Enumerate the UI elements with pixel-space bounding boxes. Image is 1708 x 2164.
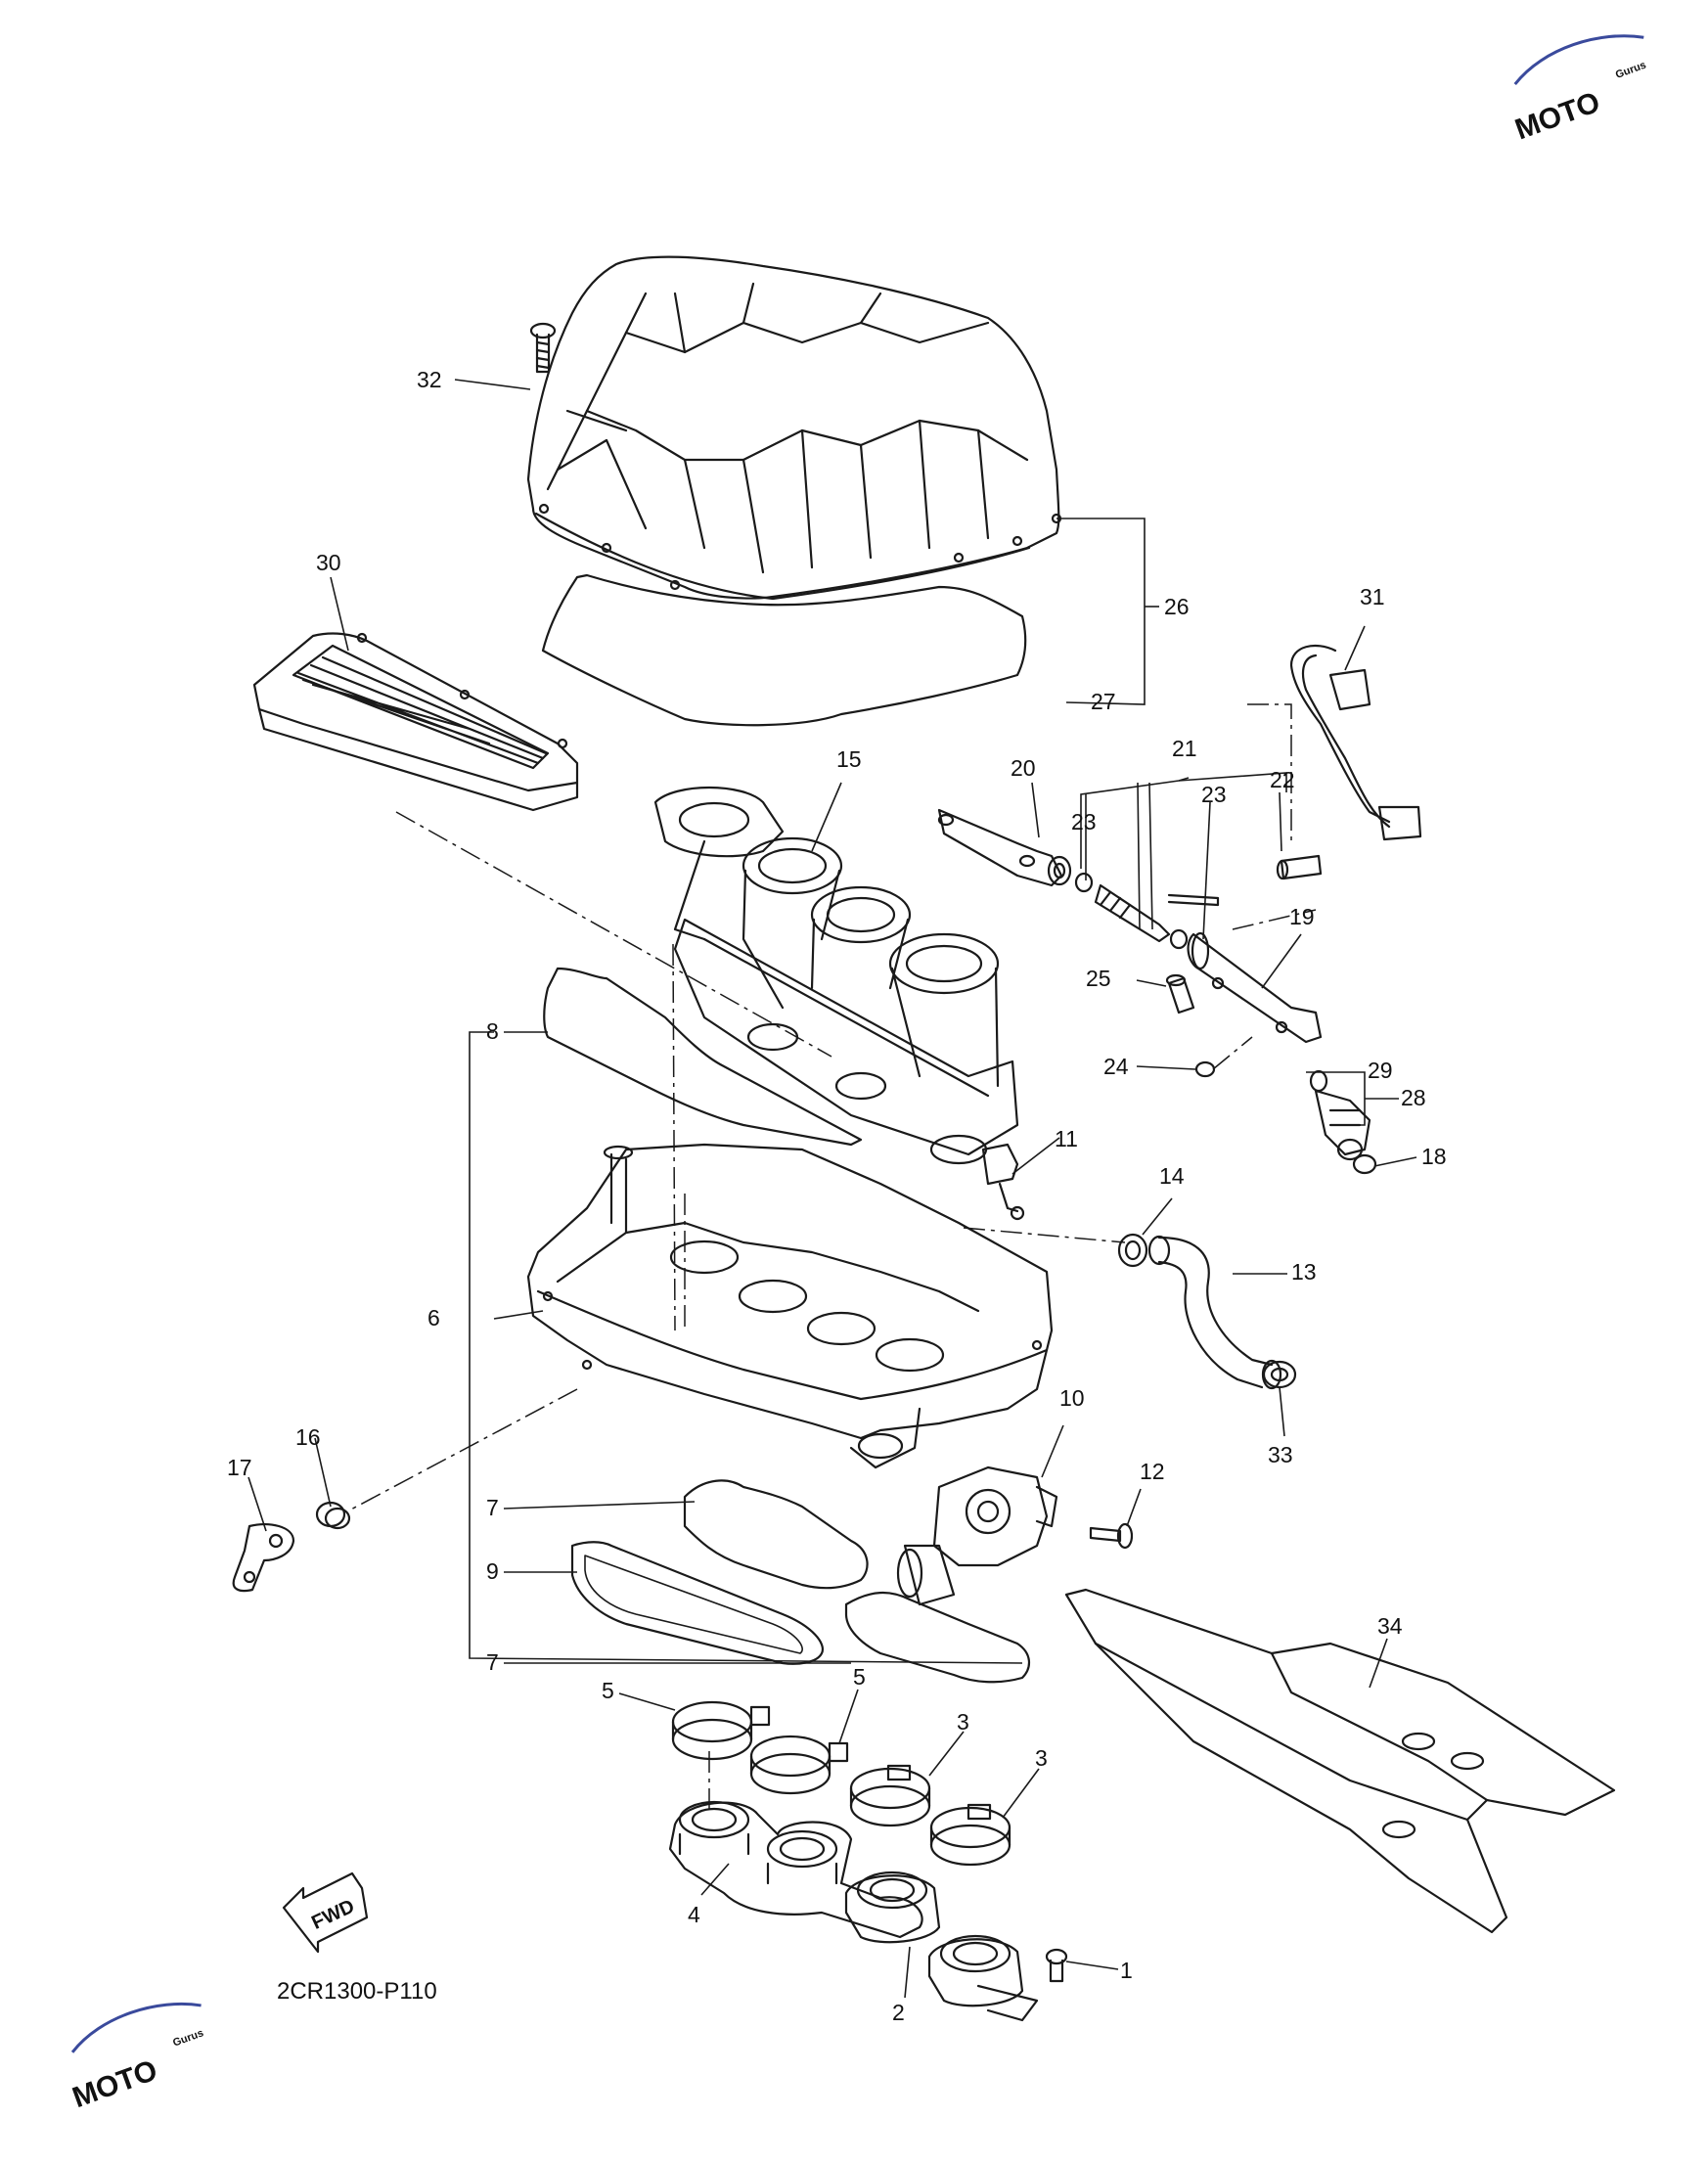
cover-gasket xyxy=(541,573,1027,727)
svg-text:MOTO: MOTO xyxy=(1511,86,1604,147)
joint-7-upper xyxy=(683,1479,869,1590)
joint-7-lower xyxy=(844,1591,1030,1684)
callout-29: 29 xyxy=(1368,1058,1393,1083)
callout-labels: 1 2 3 3 4 5 5 6 7 7 8 9 10 11 12 13 14 1… xyxy=(227,367,1447,2025)
callout-31: 31 xyxy=(1360,584,1385,609)
callout-9: 9 xyxy=(486,1558,499,1584)
callout-2: 2 xyxy=(892,2000,905,2025)
air-filter-case xyxy=(526,1143,1054,1469)
callout-14: 14 xyxy=(1159,1163,1185,1189)
callout-34: 34 xyxy=(1377,1613,1403,1639)
callout-24: 24 xyxy=(1103,1054,1129,1079)
intake-joint-4 xyxy=(668,1800,923,1939)
fwd-arrow-icon xyxy=(282,1871,369,1954)
svg-text:Gurus: Gurus xyxy=(171,2027,205,2049)
callout-5b: 5 xyxy=(853,1664,866,1690)
svg-text:Gurus: Gurus xyxy=(1614,60,1648,81)
air-induction-valve xyxy=(896,1465,1058,1606)
callout-26: 26 xyxy=(1164,594,1190,619)
hose-22 xyxy=(1276,854,1323,880)
hose-13 xyxy=(1147,1235,1282,1390)
callout-16: 16 xyxy=(295,1424,321,1450)
joint-gasket xyxy=(543,967,863,1147)
o-ring-23-right xyxy=(1169,928,1189,950)
callout-8: 8 xyxy=(486,1018,499,1044)
callout-17: 17 xyxy=(227,1455,252,1480)
fuel-rail-20 xyxy=(937,808,1072,887)
heat-shield-34 xyxy=(1064,1588,1616,1934)
screw-1 xyxy=(1045,1948,1068,1983)
callout-6: 6 xyxy=(427,1305,440,1330)
callout-19: 19 xyxy=(1289,904,1315,929)
callout-22: 22 xyxy=(1270,767,1295,792)
callout-12: 12 xyxy=(1140,1459,1165,1484)
clamp-3-left xyxy=(849,1764,931,1827)
callout-4: 4 xyxy=(688,1902,700,1927)
air-filter-case-cover xyxy=(526,255,1062,601)
air-filter-element xyxy=(252,632,579,812)
leader-lines xyxy=(247,379,1417,1999)
sensor-11 xyxy=(981,1143,1025,1221)
o-ring-23-left xyxy=(1074,872,1094,893)
callout-18: 18 xyxy=(1421,1144,1447,1169)
intake-joint-2 xyxy=(844,1871,1039,2022)
callout-27: 27 xyxy=(1091,689,1116,714)
clamp-14 xyxy=(1117,1233,1148,1268)
callout-15: 15 xyxy=(836,746,862,772)
seal-9 xyxy=(570,1541,825,1665)
watermark-logo-top: MOTO Gurus xyxy=(1511,34,1648,147)
fwd-label: FWD xyxy=(308,1896,358,1934)
clamp-5-left xyxy=(671,1700,771,1761)
callout-20: 20 xyxy=(1011,755,1036,781)
clamp-3-right xyxy=(929,1803,1011,1867)
screw-25 xyxy=(1165,973,1195,1014)
callout-13: 13 xyxy=(1291,1259,1317,1285)
callout-23b: 23 xyxy=(1201,782,1227,807)
diagram-code: 2CR1300-P110 xyxy=(277,1978,437,2005)
throttle-body-assembly xyxy=(653,786,1019,1165)
clamp-5-right xyxy=(749,1735,849,1795)
injector-28 xyxy=(1309,1069,1371,1161)
callout-23a: 23 xyxy=(1071,809,1097,834)
watermark-logo-bottom: MOTO Gurus xyxy=(68,2002,205,2115)
callout-7b: 7 xyxy=(486,1649,499,1675)
callout-7a: 7 xyxy=(486,1495,499,1520)
callout-3a: 3 xyxy=(957,1709,969,1735)
screw-32 xyxy=(529,322,557,374)
washer-24 xyxy=(1194,1060,1216,1078)
fuel-rail-19 xyxy=(1187,931,1323,1044)
callout-5a: 5 xyxy=(602,1678,614,1703)
callout-1: 1 xyxy=(1120,1958,1133,1983)
svg-text:MOTO: MOTO xyxy=(68,2054,161,2115)
callout-21: 21 xyxy=(1172,736,1197,761)
callout-30: 30 xyxy=(316,550,341,575)
callout-33: 33 xyxy=(1268,1442,1293,1467)
bracket-17 xyxy=(232,1523,295,1593)
callout-3b: 3 xyxy=(1035,1745,1048,1771)
callout-10: 10 xyxy=(1059,1385,1085,1411)
callout-25: 25 xyxy=(1086,966,1111,991)
o-ring-18 xyxy=(1352,1153,1377,1175)
callout-32: 32 xyxy=(417,367,442,392)
pipe-21 xyxy=(1094,883,1220,943)
callout-11: 11 xyxy=(1055,1126,1078,1151)
screw-12 xyxy=(1089,1522,1134,1550)
grommet-16 xyxy=(315,1501,351,1530)
callout-28: 28 xyxy=(1401,1085,1426,1110)
alignment-lines xyxy=(346,703,1317,1810)
hose-31 xyxy=(1289,644,1422,841)
